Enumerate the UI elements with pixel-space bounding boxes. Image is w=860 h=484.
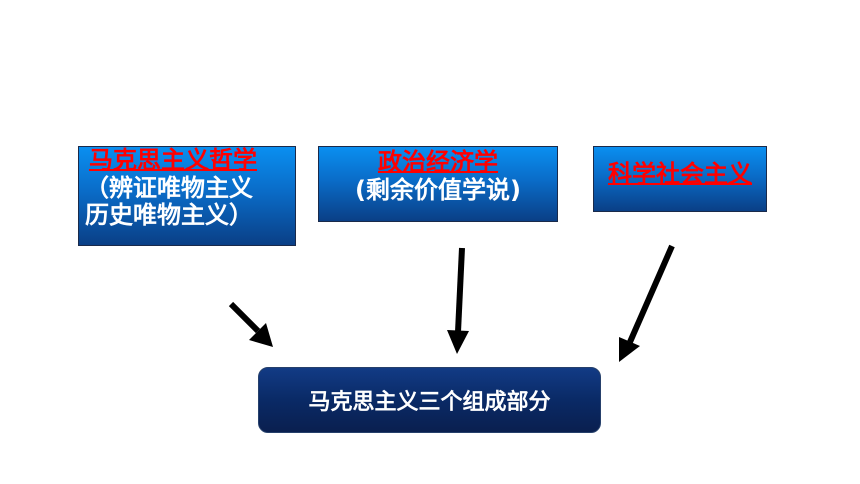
components-summary-box: 马克思主义三个组成部分 [258,367,601,433]
arrow-philosophy-to-center [228,301,273,347]
economics-title: 政治经济学 [378,148,498,176]
economics-subtitle: (剩余价值学说) [355,175,521,204]
philosophy-box: 马克思主义哲学 （辨证唯物主义 历史唯物主义） [78,146,296,246]
socialism-box: 科学社会主义 [593,146,767,212]
philosophy-subtitle-line2: 历史唯物主义） [85,201,253,230]
socialism-title: 科学社会主义 [608,160,752,188]
philosophy-subtitle-line1: （辨证唯物主义 [85,173,253,202]
arrow-economics-to-center [447,247,469,354]
economics-box: 政治经济学 (剩余价值学说) [318,146,558,222]
arrow-socialism-to-center [619,244,675,362]
philosophy-title: 马克思主义哲学 [89,146,257,174]
